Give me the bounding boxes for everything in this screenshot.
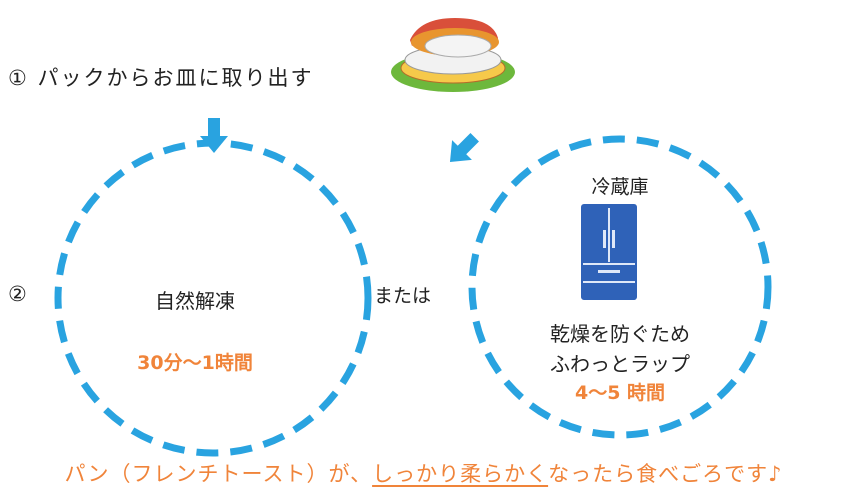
right-option-note-line-1: 乾燥を防ぐため [550, 322, 690, 346]
left-option-time: 30分〜1時間 [137, 352, 253, 374]
right-option-time: 4〜5 時間 [574, 382, 666, 404]
footer-text-after: なったら食べごろです♪ [548, 462, 783, 486]
or-connector: または [374, 285, 432, 307]
left-option-title: 自然解凍 [155, 289, 235, 313]
footer-message: パン（フレンチトースト）が、しっかり柔らかくなったら食べごろです♪ [0, 458, 847, 488]
right-dashed-circle [468, 135, 772, 439]
down-arrow-icon [200, 118, 228, 153]
refrigerator-icon [581, 204, 637, 300]
toast-on-plate-icon [391, 18, 515, 92]
right-option-note-line-2: ふわっとラップ [550, 352, 690, 376]
step-1-number: ① [8, 66, 29, 90]
footer-text-before: パン（フレンチトースト）が、 [64, 462, 373, 486]
step-2-number: ② [8, 282, 27, 306]
step-1-label: ① パックからお皿に取り出す [8, 62, 314, 92]
footer-text-underlined: しっかり柔らかく [372, 462, 549, 486]
diagonal-arrow-icon [449, 133, 479, 163]
step-1-text: パックからお皿に取り出す [37, 66, 314, 90]
right-option-title: 冷蔵庫 [591, 176, 649, 198]
